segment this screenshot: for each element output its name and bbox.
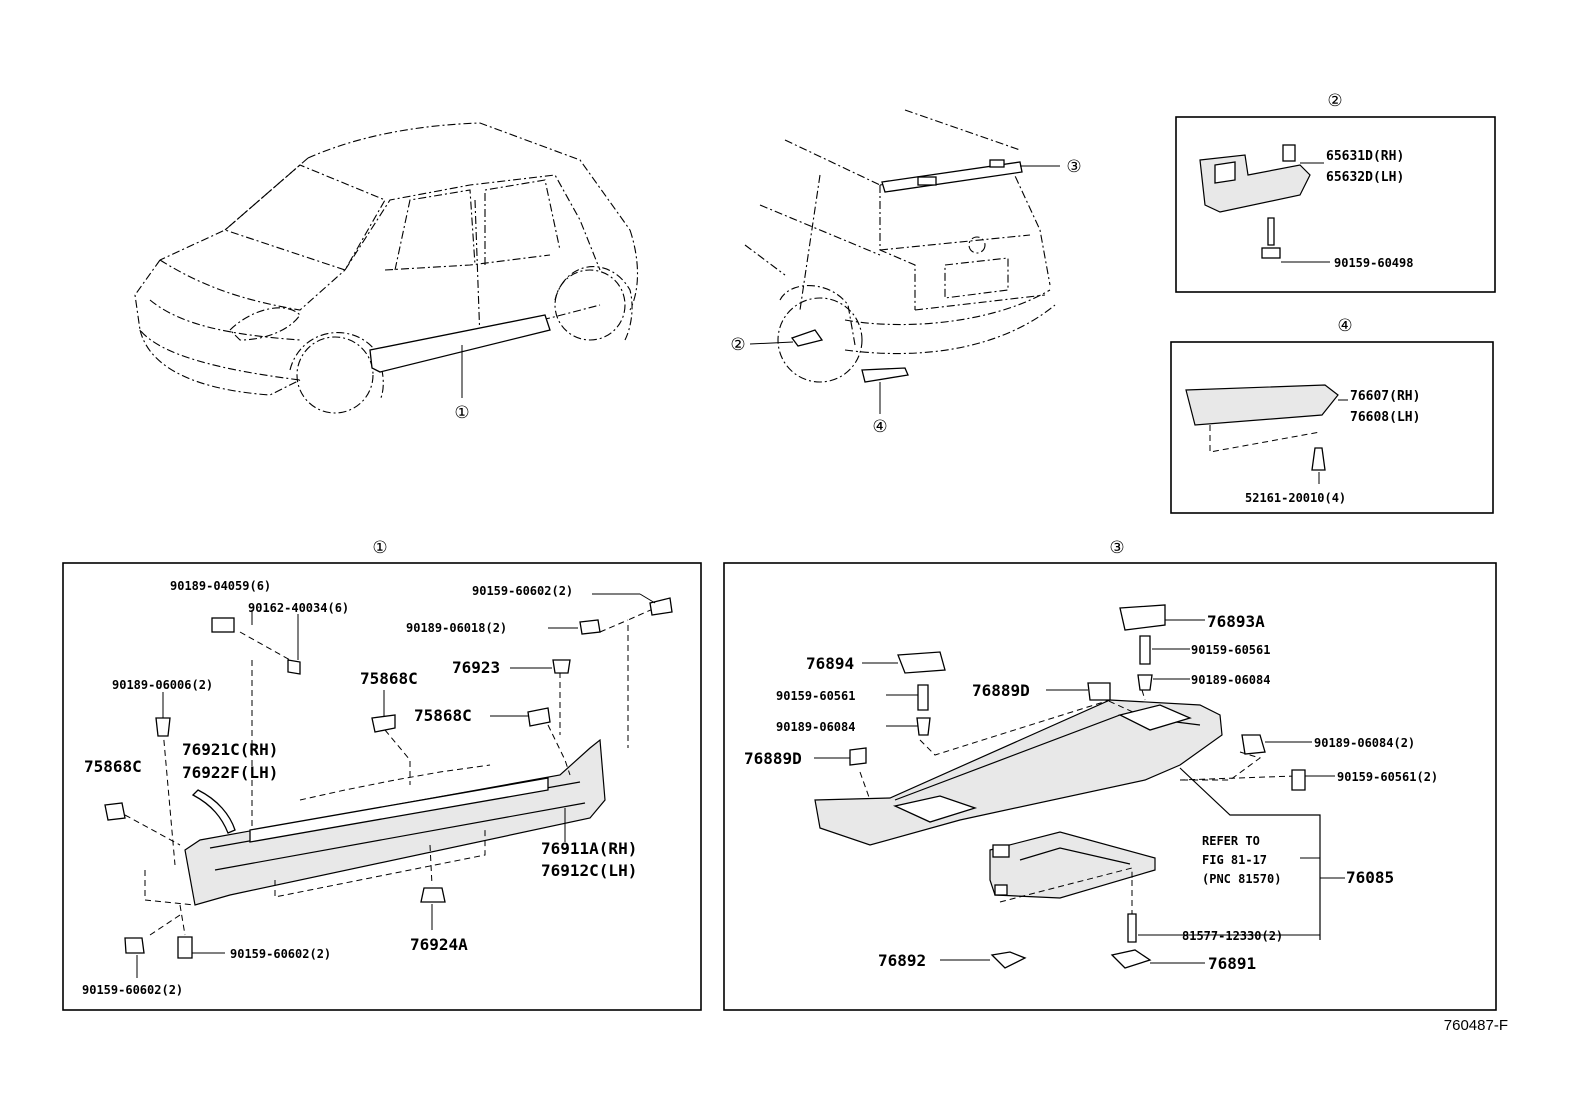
label-76607: 76607(RH) [1350,389,1420,404]
label-75868C-b: 75868C [414,706,472,725]
box4-frame [1170,341,1494,514]
label-76894: 76894 [806,654,854,673]
label-90189-06084-b: 90189-06084 [776,720,855,734]
label-75868C-a: 75868C [360,669,418,688]
label-90159-60602-top: 90159-60602(2) [472,584,573,598]
label-90162-40034: 90162-40034(6) [248,601,349,615]
label-76921C: 76921C(RH) [182,740,278,759]
box4-trim [1185,384,1348,484]
box1-title: ① [372,538,387,558]
label-75868C-c: 75868C [84,757,142,776]
car-front-view [134,122,639,414]
box3-spoiler [814,604,1345,969]
label-76892: 76892 [878,951,926,970]
box1-frame [62,562,702,1011]
label-90159-60561-a: 90159-60561 [1191,643,1270,657]
label-76889D-b: 76889D [744,749,802,768]
callout-1: ① [454,403,469,423]
label-76889D-a: 76889D [972,681,1030,700]
box4-title: ④ [1337,316,1352,336]
label-65632D: 65632D(LH) [1326,170,1404,185]
label-76912C: 76912C(LH) [541,861,637,880]
label-90159-60561-b: 90159-60561 [776,689,855,703]
label-76891: 76891 [1208,954,1256,973]
callout-4-top: ④ [872,417,887,437]
label-90189-06018: 90189-06018(2) [406,621,507,635]
callout-3-top: ③ [1066,157,1081,177]
label-90159-60602-bottom: 90159-60602(2) [82,983,183,997]
label-81577-12330: 81577-12330(2) [1182,929,1283,943]
label-76923: 76923 [452,658,500,677]
label-90189-04059: 90189-04059(6) [170,579,271,593]
label-90159-60602-mid: 90159-60602(2) [230,947,331,961]
clip-90189-04059 [211,617,235,633]
box1-side-skirt [104,593,673,978]
label-76911A: 76911A(RH) [541,839,637,858]
label-76893A: 76893A [1207,612,1265,631]
label-76922F: 76922F(LH) [182,763,278,782]
box2-title: ② [1327,91,1342,111]
label-65631D: 65631D(RH) [1326,149,1404,164]
diagram-id: 760487-F [1444,1017,1508,1034]
label-90189-06084-2: 90189-06084(2) [1314,736,1415,750]
label-76085: 76085 [1346,868,1394,887]
label-90189-06006: 90189-06006(2) [112,678,213,692]
refer-line-1: REFER TO [1202,834,1260,848]
label-52161-20010: 52161-20010(4) [1245,491,1346,505]
box3-title: ③ [1109,538,1124,558]
label-90159-60561-2: 90159-60561(2) [1337,770,1438,784]
box3-frame [723,562,1497,1011]
label-76924A: 76924A [410,935,468,954]
label-90159-60498: 90159-60498 [1334,256,1413,270]
refer-line-3: (PNC 81570) [1202,872,1281,886]
callout-2-top: ② [730,335,745,355]
refer-line-2: FIG 81-17 [1202,853,1267,867]
label-76608: 76608(LH) [1350,410,1420,425]
box2-bracket [1199,144,1330,263]
label-90189-06084-a: 90189-06084 [1191,673,1270,687]
box2-frame [1175,116,1496,293]
car-rear-view [744,109,1060,414]
